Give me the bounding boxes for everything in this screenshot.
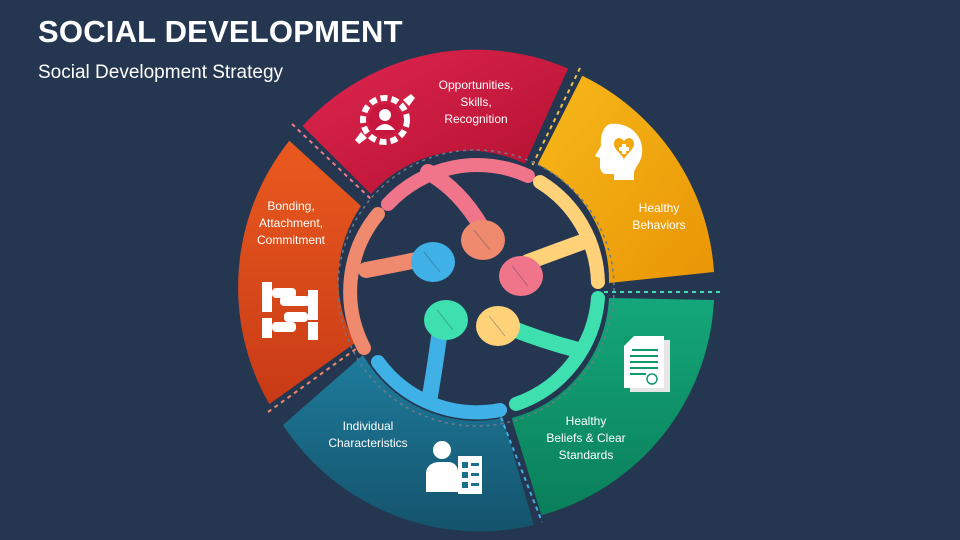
label-healthy-beliefs-line-1: Healthy [566, 414, 607, 428]
joined-hands-icon [343, 158, 605, 420]
label-healthy-behaviors-line-2: Behaviors [632, 218, 685, 232]
head-heart-icon [595, 123, 643, 180]
label-individual-line-1: Individual [343, 419, 394, 433]
segment-bonding [238, 140, 361, 405]
document-icon [624, 336, 670, 392]
page-subtitle: Social Development Strategy [38, 62, 284, 83]
label-bonding: Bonding, Attachment, Commitment [257, 199, 326, 247]
page-title: SOCIAL DEVELOPMENT [38, 14, 403, 49]
label-bonding-line-2: Attachment, [259, 216, 323, 230]
label-healthy-behaviors-line-1: Healthy [639, 201, 680, 215]
label-opportunities-line-2: Skills, [460, 95, 491, 109]
linked-hands-icon [262, 282, 318, 340]
label-bonding-line-3: Commitment [257, 233, 326, 247]
label-bonding-line-1: Bonding, [267, 199, 314, 213]
gear-person-icon [355, 94, 415, 145]
inner-ring [337, 149, 615, 427]
label-opportunities-line-3: Recognition [444, 112, 507, 126]
label-individual: Individual Characteristics [328, 419, 407, 450]
center-disc [356, 168, 596, 408]
label-individual-line-2: Characteristics [328, 436, 407, 450]
label-healthy-beliefs: Healthy Beliefs & Clear Standards [546, 414, 625, 462]
divider-lines [267, 67, 720, 523]
segment-opportunities [302, 49, 569, 195]
person-checklist-icon [426, 441, 482, 494]
label-opportunities-line-1: Opportunities, [439, 78, 514, 92]
label-opportunities: Opportunities, Skills, Recognition [439, 78, 514, 126]
label-healthy-beliefs-line-2: Beliefs & Clear [546, 431, 625, 445]
label-healthy-beliefs-line-3: Standards [559, 448, 614, 462]
label-healthy-behaviors: Healthy Behaviors [632, 201, 685, 232]
